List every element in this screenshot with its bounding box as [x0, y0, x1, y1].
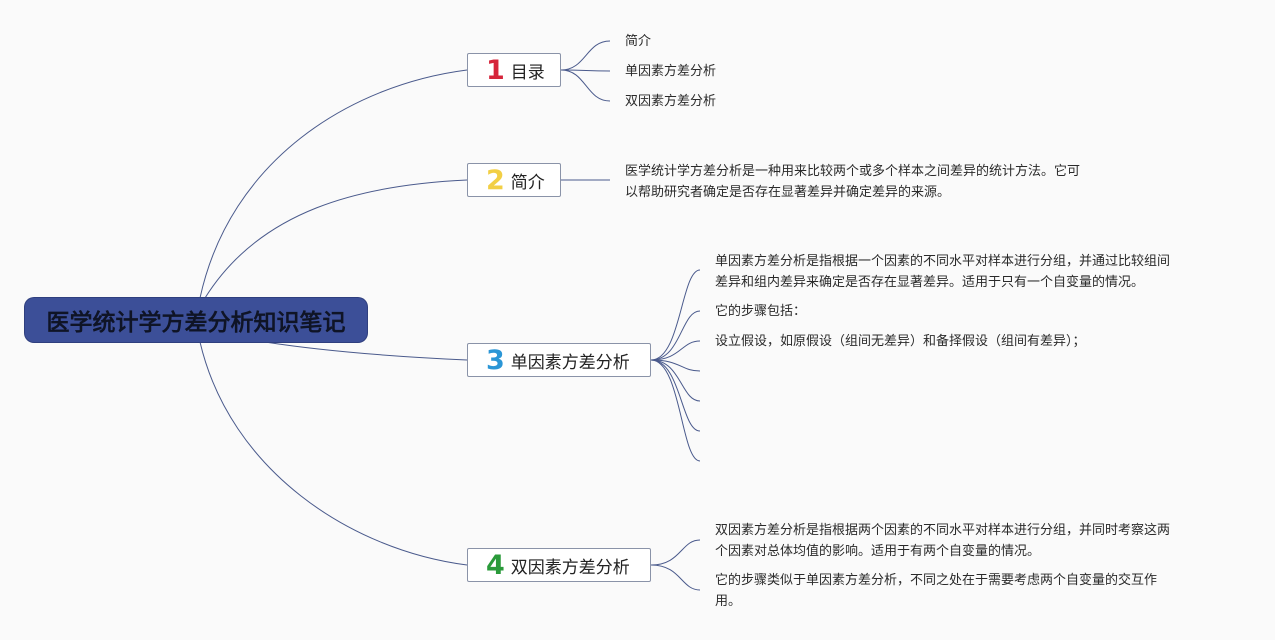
topic-2-label: 简介: [510, 172, 545, 193]
topic-1-subitem-3[interactable]: 双因素方差分析: [625, 94, 717, 109]
connector-topic-1-sub-3: [560, 69, 611, 102]
topic-1-subitem-2[interactable]: 单因素方差分析: [625, 64, 717, 79]
connector-root-topic-4: [199, 341, 468, 566]
topic-3-definition[interactable]: 单因素方差分析是指根据一个因素的不同水平对样本进行分组，并通过比较组间 差异和组…: [715, 254, 1171, 290]
topic-1-number: 1: [486, 54, 505, 86]
topic-3-steps-heading[interactable]: 它的步骤包括：: [715, 304, 807, 319]
root-topic[interactable]: 医学统计学方差分析知识笔记: [25, 298, 367, 342]
topic-2-number: 2: [486, 164, 505, 196]
topic-4-node[interactable]: 4 双因素方差分析: [467, 548, 651, 582]
topic-1-label: 目录: [510, 62, 545, 83]
connector-topic-3-sub-2: [650, 310, 701, 361]
connector-root-topic-3: [264, 341, 468, 361]
root-title: 医学统计学方差分析知识笔记: [46, 310, 346, 336]
connector-topic-4-sub-2: [650, 564, 701, 591]
topic-3-number: 3: [486, 344, 505, 376]
connector-topic-1-sub-2: [560, 69, 611, 72]
topic-1-subitem-1[interactable]: 简介: [625, 34, 652, 49]
topic-4-steps[interactable]: 它的步骤类似于单因素方差分析，不同之处在于需要考虑两个自变量的交互作 用。: [715, 573, 1158, 609]
topic-2-description[interactable]: 医学统计学方差分析是一种用来比较两个或多个样本之间差异的统计方法。它可 以帮助研…: [625, 164, 1081, 200]
connector-topic-3-sub-1: [650, 269, 701, 361]
connector-topic-3-sub-5: [650, 359, 701, 402]
topic-4-number: 4: [486, 549, 505, 581]
connector-topic-3-sub-7: [650, 359, 701, 462]
topic-3-node[interactable]: 3 单因素方差分析: [467, 343, 651, 377]
connector-topic-3-sub-6: [650, 359, 701, 432]
topic-3-label: 单因素方差分析: [510, 352, 630, 373]
connector-topic-1-sub-1: [560, 40, 611, 71]
topic-3-step-hypothesis[interactable]: 设立假设，如原假设（组间无差异）和备择假设（组间有差异）；: [715, 334, 1086, 349]
connector-root-topic-1: [199, 69, 468, 299]
connector-root-topic-2: [204, 179, 468, 299]
connector-topic-4-sub-1: [650, 539, 701, 566]
topic-1-node[interactable]: 1 目录: [467, 53, 561, 87]
topic-4-definition[interactable]: 双因素方差分析是指根据两个因素的不同水平对样本进行分组，并同时考察这两 个因素对…: [715, 523, 1171, 559]
topic-4-label: 双因素方差分析: [510, 557, 630, 578]
connector-topic-3-sub-3: [650, 340, 701, 361]
topic-2-node[interactable]: 2 简介: [467, 163, 561, 197]
